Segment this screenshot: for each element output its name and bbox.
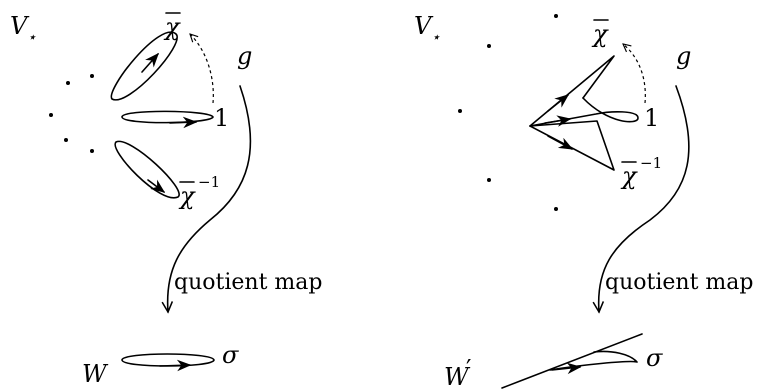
left-quotient-caption: quotient map bbox=[174, 270, 322, 295]
left-space-label: V bbox=[10, 12, 30, 40]
right-space-label: V bbox=[414, 12, 434, 40]
orbit-dot bbox=[554, 14, 558, 18]
orbit-dot bbox=[487, 178, 491, 182]
left-panel: V ⋆ χ 1 bbox=[10, 12, 322, 388]
left-space-subscript: ⋆ bbox=[27, 28, 36, 46]
left-loop-chi-inv bbox=[114, 140, 180, 199]
orbit-dot bbox=[554, 207, 558, 211]
right-quotient-caption: quotient map bbox=[605, 270, 753, 295]
orbit-dot bbox=[458, 109, 462, 113]
right-quotient-arrow bbox=[599, 85, 690, 312]
left-g-label: g bbox=[237, 42, 252, 70]
orbit-dot bbox=[90, 74, 94, 78]
right-chi-label-group: χ bbox=[591, 19, 609, 48]
left-one-label: 1 bbox=[214, 104, 229, 132]
orbit-dot bbox=[64, 138, 68, 142]
right-chi-label: χ bbox=[591, 20, 609, 48]
left-chi-label-group: χ bbox=[163, 12, 181, 41]
left-chi-inv-sup: −1 bbox=[198, 173, 220, 191]
left-target-loop bbox=[121, 353, 215, 372]
left-loop-chi bbox=[110, 31, 178, 101]
orbit-dot bbox=[66, 81, 70, 85]
right-target-prime: ′ bbox=[466, 355, 471, 383]
right-orbit-dots bbox=[458, 14, 558, 211]
right-path-one bbox=[529, 97, 639, 127]
orbit-dot bbox=[90, 149, 94, 153]
right-dashed-arrow bbox=[623, 44, 646, 104]
right-chi-inv-label-group: χ −1 bbox=[620, 154, 662, 190]
right-target-label: W bbox=[444, 363, 471, 391]
right-target-path bbox=[501, 333, 643, 389]
right-path-chi-inv bbox=[529, 120, 615, 171]
right-panel: V ⋆ χ 1 χ bbox=[414, 12, 753, 391]
left-loop-one bbox=[121, 110, 214, 129]
left-sigma-label: σ bbox=[222, 341, 239, 369]
right-chi-inv-label: χ bbox=[620, 162, 638, 190]
left-dashed-arrow bbox=[190, 34, 214, 104]
right-g-label: g bbox=[676, 42, 691, 70]
orbit-dot bbox=[49, 113, 53, 117]
left-target-label: W bbox=[82, 360, 109, 388]
right-path-chi bbox=[529, 55, 615, 127]
left-chi-label: χ bbox=[163, 13, 181, 41]
right-space-subscript: ⋆ bbox=[431, 28, 440, 46]
orbit-dot bbox=[487, 44, 491, 48]
left-chi-inv-label-group: χ −1 bbox=[178, 173, 220, 210]
left-quotient-arrow bbox=[168, 85, 252, 312]
left-chi-inv-label: χ bbox=[178, 182, 196, 210]
right-one-label: 1 bbox=[644, 104, 659, 132]
right-sigma-label: σ bbox=[646, 344, 663, 372]
right-chi-inv-sup: −1 bbox=[640, 154, 662, 172]
left-orbit-dots bbox=[49, 74, 94, 153]
